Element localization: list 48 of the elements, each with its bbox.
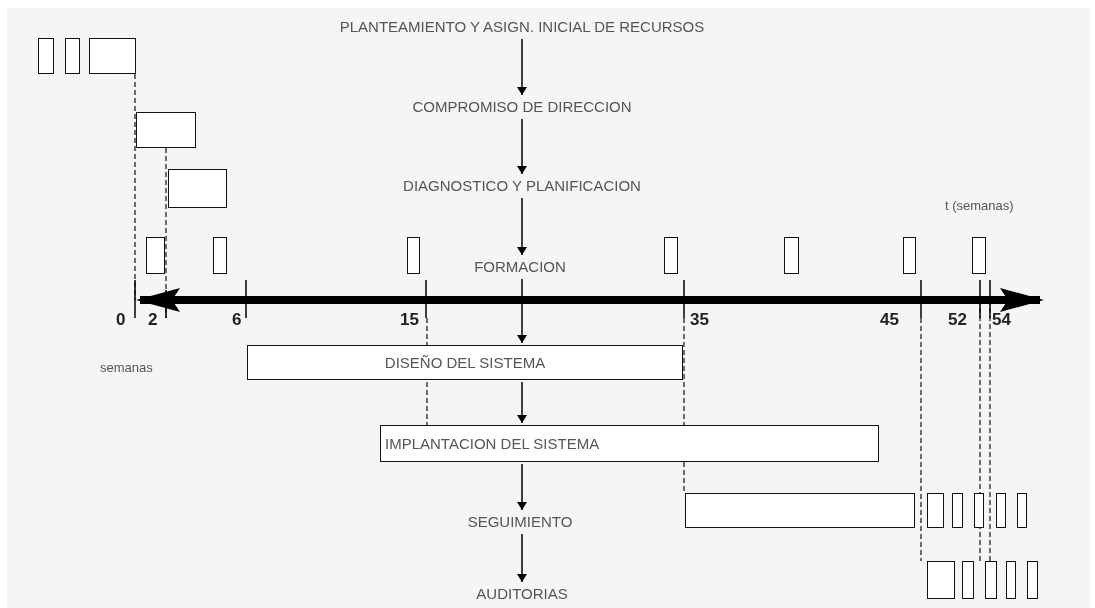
gantt-bar xyxy=(1027,561,1038,599)
tick-label: 45 xyxy=(880,310,899,330)
gantt-bar xyxy=(996,493,1006,528)
tick-label: 6 xyxy=(232,310,242,330)
gantt-bar xyxy=(927,493,944,528)
gantt-bar xyxy=(974,493,984,528)
tick-label: 54 xyxy=(992,310,1011,330)
gantt-bar xyxy=(962,561,974,599)
gantt-bar xyxy=(685,493,915,528)
phase-label: SEGUIMIENTO xyxy=(467,512,573,532)
gantt-bar xyxy=(38,38,54,74)
arrow xyxy=(517,197,527,256)
phase-label: DIAGNOSTICO Y PLANIFICACION xyxy=(403,176,641,196)
gantt-bar xyxy=(65,38,80,74)
arrow xyxy=(517,463,527,511)
phase-label: PLANTEAMIENTO Y ASIGN. INICIAL DE RECURSOS xyxy=(339,17,705,37)
tick-label: 2 xyxy=(148,310,158,330)
arrow xyxy=(517,118,527,175)
gantt-bar xyxy=(146,237,165,274)
unit-label: semanas xyxy=(100,360,153,375)
task-bar: DISEÑO DEL SISTEMA xyxy=(247,345,683,380)
gantt-bar xyxy=(89,38,136,74)
arrow xyxy=(517,278,527,344)
gantt-bar xyxy=(168,169,227,208)
phase-label: AUDITORIAS xyxy=(476,584,568,604)
gantt-bar xyxy=(903,237,916,274)
task-bar: IMPLANTACION DEL SISTEMA xyxy=(380,425,879,462)
gantt-bar xyxy=(784,237,799,274)
tick-label: 35 xyxy=(690,310,709,330)
gantt-bar xyxy=(407,237,420,274)
gantt-bar xyxy=(136,112,196,148)
phase-label: COMPROMISO DE DIRECCION xyxy=(412,97,632,117)
phase-label: FORMACION xyxy=(474,257,566,277)
gantt-bar xyxy=(927,561,955,599)
tick-label: 0 xyxy=(116,310,126,330)
tick-label: 52 xyxy=(948,310,967,330)
gantt-bar xyxy=(1017,493,1027,528)
gantt-bar xyxy=(972,237,986,274)
gantt-bar xyxy=(1006,561,1016,599)
axis-title: t (semanas) xyxy=(945,198,1014,213)
gantt-bar xyxy=(985,561,997,599)
arrow xyxy=(517,38,527,96)
arrow xyxy=(517,533,527,583)
arrow xyxy=(517,381,527,424)
tick-label: 15 xyxy=(400,310,419,330)
gantt-bar xyxy=(664,237,678,274)
gantt-bar xyxy=(213,237,227,274)
gantt-bar xyxy=(952,493,963,528)
